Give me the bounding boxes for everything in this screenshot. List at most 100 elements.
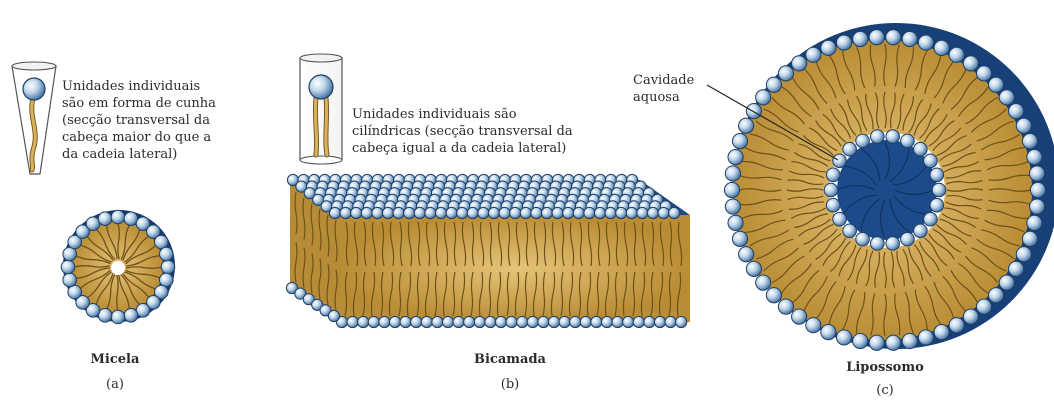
lipid-head [1027,150,1042,165]
lipid-head [531,207,542,218]
lipid-head [821,40,836,55]
lipid-head [98,212,112,226]
lipid-head [328,310,339,321]
lipid-head [934,40,949,55]
lipid-head [591,316,602,327]
lipid-head [155,235,169,249]
lipid-head [728,150,743,165]
lipid-head [932,183,946,197]
lipid-head [467,207,478,218]
lipid-head [746,104,761,119]
lipid-head [612,316,623,327]
lipid-head [136,304,150,318]
panel-a-line: são em forma de cunha [62,95,216,112]
lipid-head [347,316,358,327]
panel-a-description: Unidades individuais são em forma de cun… [62,78,216,163]
lipid-head [869,30,884,45]
lipid-head [124,212,138,226]
lipid-head [856,134,870,148]
cylinder-unit-icon [300,54,342,164]
lipid-head [914,142,928,156]
lipid-head [63,273,77,287]
lipid-head [766,77,781,92]
panel-a-letter: (a) [60,377,170,392]
lipid-head [520,207,531,218]
lipid-head [404,207,415,218]
lipid-head [732,134,747,149]
lipid-head [739,118,754,133]
lipid-head [647,207,658,218]
lipid-head [918,330,933,345]
lipid-head [605,207,616,218]
lipid-head [584,207,595,218]
lipid-head [559,316,570,327]
lipid-head [368,316,379,327]
lipid-head [976,299,991,314]
panel-a-caption: Micela [60,352,170,367]
lipid-head [474,316,485,327]
micelle [61,210,175,324]
lipid-head [902,333,917,348]
lipid-head [1022,134,1037,149]
lipid-head [746,261,761,276]
lipid-head [61,260,75,274]
lipid-head [999,275,1014,290]
lipid-head [124,308,138,322]
lipid-head [538,316,549,327]
lipid-head [379,316,390,327]
lipid-head [886,335,901,350]
lipid-head [510,207,521,218]
lipid-head [901,134,915,148]
lipid-head [111,210,125,224]
lipid-head [506,316,517,327]
lipid-head [63,247,77,261]
lipid-head [836,35,851,50]
lipid-head [563,207,574,218]
lipid-head [821,325,836,340]
lipid-head [580,316,591,327]
lipid-head [340,207,351,218]
lipid-head [570,316,581,327]
lipid-head [499,207,510,218]
lipid-head [836,330,851,345]
lipid-head [669,207,680,218]
lipid-head [161,260,175,274]
panel-b-line: cilíndricas (secção transversal da [352,123,573,140]
lipid-head [1016,247,1031,262]
lipid-head [901,232,915,246]
lipid-head [68,285,82,299]
lipid-head [871,237,885,251]
aqueous-cavity-line: Cavidade [633,72,694,89]
lipid-head [1008,261,1023,276]
lipid-head [1027,215,1042,230]
lipid-head [594,207,605,218]
lipid-head [98,308,112,322]
lipid-head [111,310,125,324]
lipid-head [654,316,665,327]
aqueous-cavity-label: Cavidade aquosa [633,72,694,106]
lipid-head [934,325,949,340]
lipid-head [902,31,917,46]
lipid-head [435,207,446,218]
lipid-head [930,198,944,212]
lipid-head [806,47,821,62]
lipid-head [400,316,411,327]
lipid-head [485,316,496,327]
lipid-head [432,316,443,327]
lipid-head [853,333,868,348]
lipid-head [626,207,637,218]
lipid-head [1016,118,1031,133]
lipid-head [924,212,938,226]
lipid-head [756,90,771,105]
panel-b-line: cabeça igual a da cadeia lateral) [352,140,573,157]
panel-a-line: (secção transversal da [62,112,216,129]
panel-b-caption: Bicamada [445,352,575,367]
lipid-head [389,316,400,327]
panel-b-description: Unidades individuais são cilíndricas (se… [352,106,573,157]
lipid-head [159,273,173,287]
lipid-head [833,154,847,168]
lipid-head [446,207,457,218]
lipid-head [853,31,868,46]
lipid-head [421,316,432,327]
